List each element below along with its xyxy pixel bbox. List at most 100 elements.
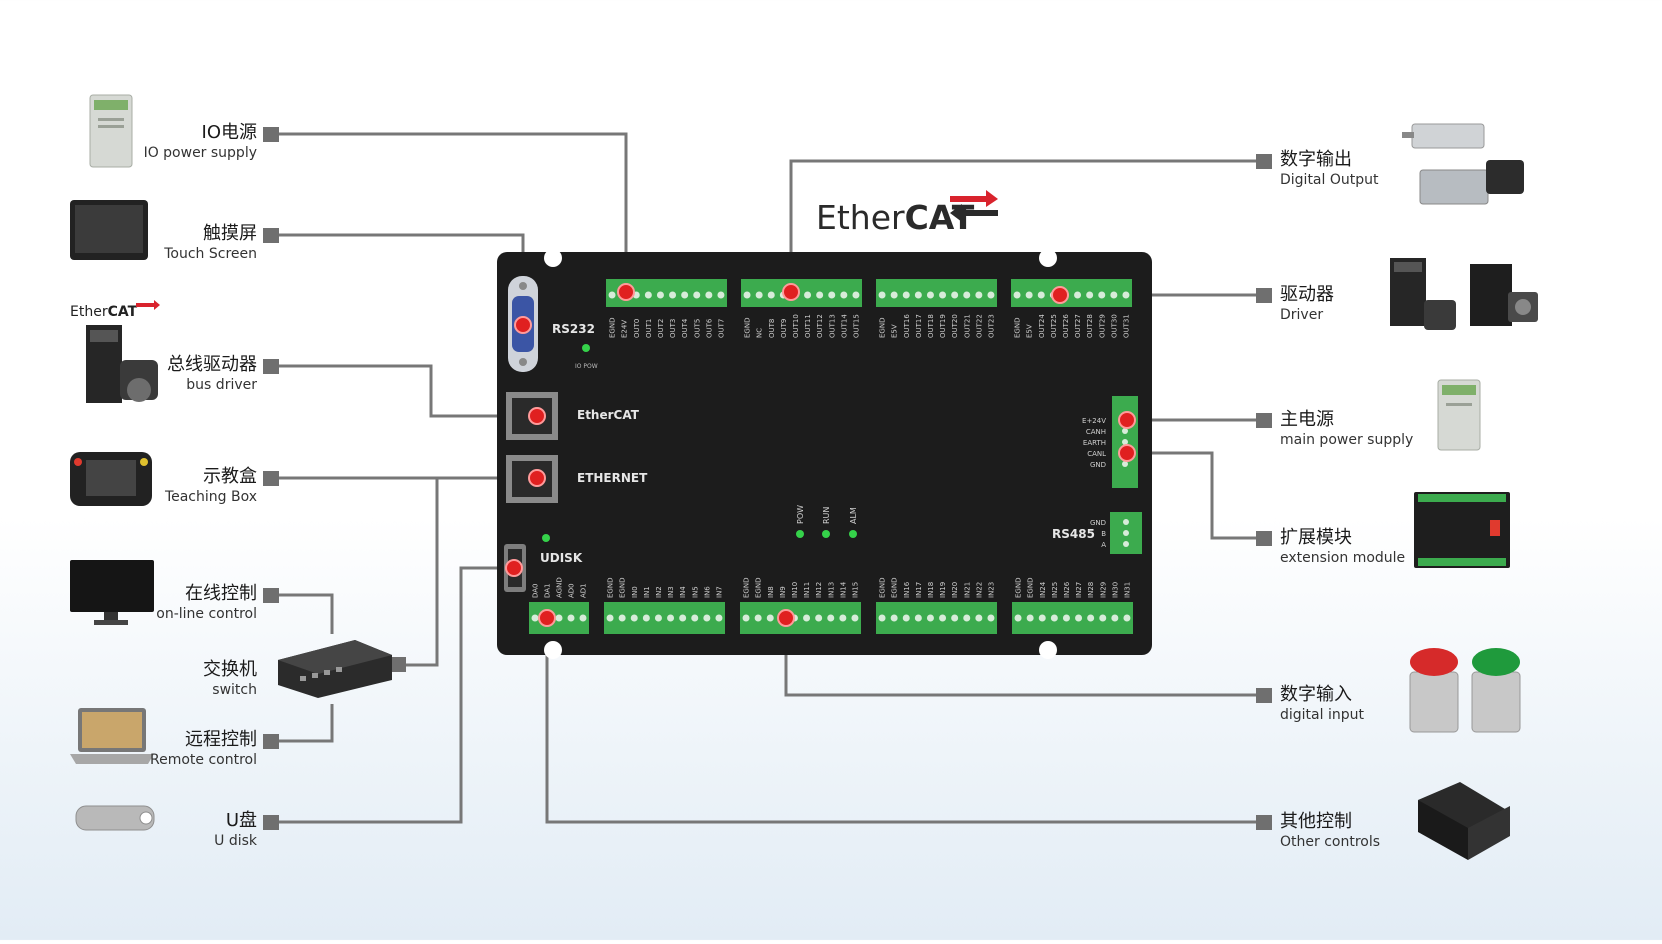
rs485-label: RS485 [1052, 527, 1095, 541]
pin-label: OUT6 [705, 318, 713, 338]
right-device-icons [1390, 123, 1538, 860]
usb-drive-icon [75, 805, 155, 831]
label-en: extension module [1280, 549, 1406, 566]
terminal-screw [754, 614, 762, 622]
terminal-screw [914, 291, 922, 299]
pin-label: E+24V [1082, 417, 1106, 425]
pin-label: EGND [879, 578, 887, 598]
terminal-screw [939, 291, 947, 299]
terminal-screw [987, 614, 995, 622]
pin-label: OUT30 [1110, 314, 1118, 338]
ethercat-port-label: EtherCAT [577, 408, 640, 422]
udisk-label: UDISK [540, 551, 583, 565]
pin-label: OUT31 [1122, 314, 1130, 338]
pin-label: EARTH [1083, 439, 1106, 447]
pin-label: CANL [1087, 450, 1106, 458]
label-cn: 在线控制 [185, 583, 257, 604]
plc-module-icon [1418, 782, 1510, 860]
terminal-screw [656, 291, 664, 299]
svg-text:EtherCAT: EtherCAT [816, 198, 975, 237]
pin-label: IN11 [803, 582, 811, 598]
terminal-screw [1122, 461, 1128, 467]
board-body [497, 252, 1152, 655]
terminal-screw [669, 291, 677, 299]
terminal-screw [975, 614, 983, 622]
pin-label: IN20 [951, 582, 959, 598]
label-driver: 驱动器 Driver [1280, 285, 1334, 323]
terminal-screw [642, 614, 650, 622]
terminal-screw [766, 614, 774, 622]
label-cn: 示教盒 [203, 466, 257, 487]
ethernet-port-label: ETHERNET [577, 471, 648, 485]
terminal-screw [681, 291, 689, 299]
pin-label: EGND [755, 578, 763, 598]
connection-marker [1118, 411, 1136, 429]
pin-label: IN6 [703, 586, 711, 598]
pin-label: EGND [1015, 578, 1023, 598]
pin-label: IN29 [1099, 582, 1107, 598]
label-cn: 远程控制 [185, 729, 257, 750]
label-cn: 数字输出 [1280, 149, 1352, 170]
label-en: bus driver [186, 376, 257, 393]
pin-label: IN9 [779, 586, 787, 598]
terminal-screw [840, 291, 848, 299]
terminal-screw [1014, 614, 1022, 622]
pin-label: IN31 [1123, 582, 1131, 598]
pin-label: A [1101, 541, 1106, 549]
line-other-controls [545, 618, 1262, 824]
terminal-screw [1122, 291, 1130, 299]
pin-label: EGND [1027, 578, 1035, 598]
terminal-screw [630, 614, 638, 622]
io-pow-led [582, 344, 590, 352]
pin-label: OUT7 [717, 319, 725, 338]
label-cn: 总线驱动器 [167, 354, 257, 375]
status-led [796, 530, 804, 538]
line-udisk [276, 566, 514, 824]
label-en: Driver [1280, 306, 1324, 323]
pin-label: CANH [1086, 428, 1106, 436]
pin-label: IN25 [1051, 582, 1059, 598]
connector-square [1256, 531, 1272, 546]
terminal-screw [926, 614, 934, 622]
left-device-icons: EtherCAT [70, 94, 392, 831]
pin-label: OUT3 [669, 319, 677, 338]
label-en: Digital Output [1280, 171, 1379, 188]
connection-marker [617, 283, 635, 301]
pin-label: IN4 [679, 586, 687, 598]
pin-label: AD0 [568, 583, 576, 598]
terminal-screw [567, 614, 575, 622]
pin-label: EGND [744, 318, 752, 338]
terminal-screw [951, 291, 959, 299]
led-label: RUN [822, 507, 831, 524]
connection-marker [528, 469, 546, 487]
servo-stepper-drivers-icon [1390, 258, 1538, 330]
connector-square [1256, 815, 1272, 830]
pin-label: IN16 [903, 581, 911, 598]
pin-label: OUT17 [915, 314, 923, 338]
pin-label: IN27 [1075, 582, 1083, 598]
label-cn: U盘 [225, 810, 257, 831]
terminal-screw [1037, 291, 1045, 299]
pin-label: OUT27 [1074, 314, 1082, 338]
label-u-disk: U盘 U disk [214, 810, 257, 849]
label-en: switch [212, 681, 257, 698]
label-en: IO power supply [143, 144, 257, 161]
pin-label: AD1 [580, 583, 588, 598]
controller-board: RS232 IO POW EtherCAT ETHERNET UDISK POW… [497, 249, 1152, 659]
label-remote-control: 远程控制 Remote control [150, 729, 257, 768]
pin-label: OUT15 [852, 314, 860, 338]
pin-label: IN13 [827, 582, 835, 598]
terminal-screw [555, 614, 563, 622]
pin-label: EGND [1014, 318, 1022, 338]
pin-label: EGND [891, 578, 899, 598]
connector-square [263, 815, 279, 830]
pin-label: OUT18 [927, 314, 935, 338]
terminal-screw [1122, 439, 1128, 445]
pin-label: GND [1090, 519, 1106, 527]
terminal-screw [1122, 428, 1128, 434]
